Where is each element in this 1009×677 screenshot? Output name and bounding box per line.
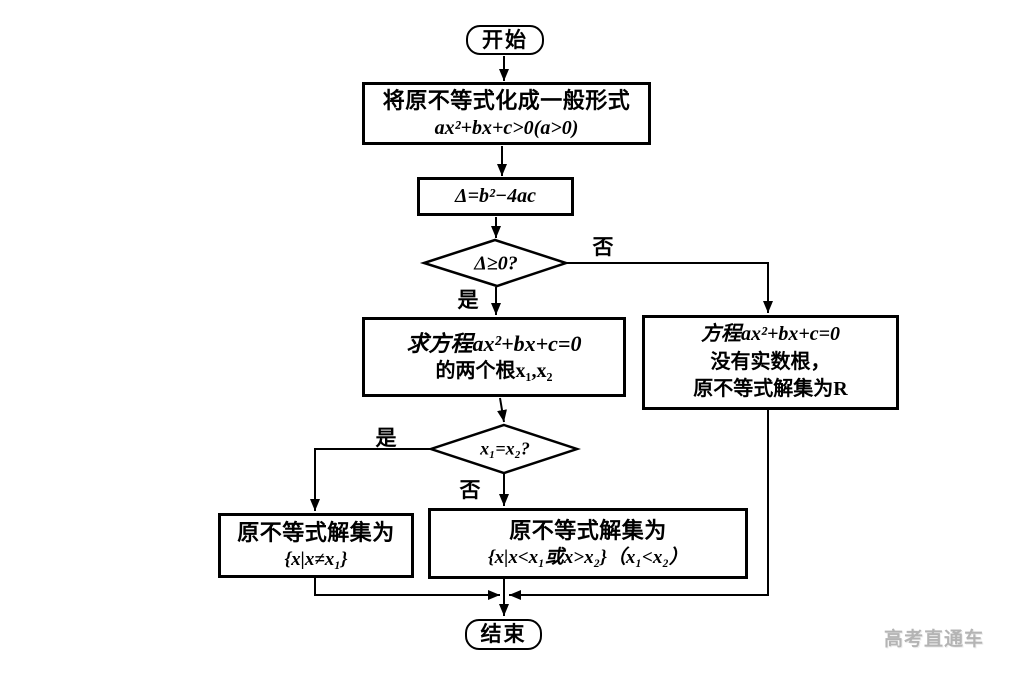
no-real-roots-line3: 原不等式解集为R bbox=[693, 378, 848, 401]
decision-roots-equal-label: x₁=x₂? bbox=[480, 438, 530, 459]
decision-roots-equal-shape bbox=[426, 423, 582, 475]
no-real-roots-line2: 没有实数根， bbox=[710, 350, 831, 373]
normalize-line1: 将原不等式化成一般形式 bbox=[382, 87, 631, 113]
watermark-text: 高考直通车 bbox=[883, 629, 984, 650]
normalize-line2: ax²+bx+c>0(a>0) bbox=[434, 116, 579, 139]
edge-decision-no-to-norealroots bbox=[565, 262, 773, 313]
decision-delta-shape bbox=[419, 238, 571, 288]
discriminant-label: Δ=b²−4ac bbox=[455, 185, 536, 208]
edge-solutionequal-to-merge bbox=[314, 578, 500, 600]
solution-unequal-line1: 原不等式解集为 bbox=[509, 518, 667, 544]
start-node: 开始 bbox=[466, 25, 544, 55]
decision-delta-label: Δ≥0? bbox=[474, 252, 518, 275]
discriminant-step-node: Δ=b²−4ac bbox=[417, 177, 574, 216]
solution-equal-line1: 原不等式解集为 bbox=[237, 520, 395, 546]
solution-unequal-node: 原不等式解集为 {x|x<x₁或x>x₂}（x₁<x₂） bbox=[428, 508, 748, 579]
find-roots-line2: 的两个根x₁,x₂ bbox=[435, 360, 553, 383]
solution-equal-node: 原不等式解集为 {x|x≠x₁} bbox=[218, 513, 414, 578]
start-label: 开始 bbox=[482, 27, 528, 52]
find-roots-line1: 求方程ax²+bx+c=0 bbox=[406, 331, 582, 357]
decision-roots-equal-yes-branch-label: 是 bbox=[375, 426, 397, 450]
no-real-roots-line1: 方程ax²+bx+c=0 bbox=[700, 323, 841, 346]
solution-equal-line2: {x|x≠x₁} bbox=[284, 549, 348, 571]
decision-delta-no-branch-label: 否 bbox=[592, 235, 614, 259]
normalize-step-node: 将原不等式化成一般形式 ax²+bx+c>0(a>0) bbox=[362, 82, 651, 145]
no-real-roots-node: 方程ax²+bx+c=0 没有实数根， 原不等式解集为R bbox=[642, 315, 899, 410]
decision-roots-equal-no-branch-label: 否 bbox=[459, 478, 481, 502]
end-label: 结束 bbox=[480, 622, 527, 646]
decision-delta-yes-branch-label: 是 bbox=[457, 288, 479, 312]
end-node: 结束 bbox=[465, 619, 542, 650]
edge-findroots-to-decision2 bbox=[497, 397, 507, 423]
find-roots-step-node: 求方程ax²+bx+c=0 的两个根x₁,x₂ bbox=[362, 317, 626, 397]
edge-decision2-yes-to-solutionequal bbox=[310, 448, 431, 511]
edge-norealroots-to-merge bbox=[509, 410, 769, 600]
solution-unequal-line2: {x|x<x₁或x>x₂}（x₁<x₂） bbox=[488, 547, 688, 569]
